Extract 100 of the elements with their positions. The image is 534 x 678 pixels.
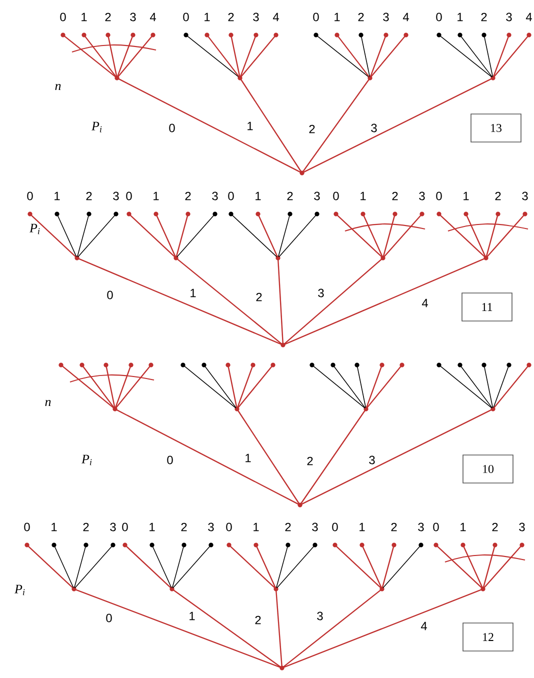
branch-line	[115, 366, 151, 408]
branch-line	[370, 36, 406, 78]
branch-line	[493, 366, 529, 408]
leaf-number: 1	[256, 192, 261, 200]
branch-line	[204, 366, 236, 408]
branch-line	[366, 366, 402, 408]
branch-line	[360, 36, 370, 77]
branch-line	[84, 36, 117, 78]
leaf-number: 1	[254, 522, 259, 532]
leaf-number: 4	[272, 12, 279, 22]
branch-line	[316, 36, 370, 78]
branch-line	[237, 366, 273, 408]
branch-line	[230, 36, 240, 77]
branch-line	[172, 589, 282, 668]
leaf-number: 0	[126, 192, 132, 200]
branch-line	[463, 546, 483, 588]
variable-label: P$_{i}$	[29, 224, 40, 234]
leaf-number: 2	[185, 192, 191, 200]
branch-line	[301, 409, 492, 505]
branch-line	[207, 36, 240, 78]
leaf-number: 3	[208, 522, 214, 532]
leaf-number: 2	[391, 522, 397, 532]
leaf-number: 3	[253, 12, 259, 22]
leaf-number: 2	[105, 12, 111, 22]
leaf-number: 3	[506, 12, 512, 22]
branch-line	[493, 366, 509, 408]
branch-line	[284, 258, 382, 344]
branch-line	[118, 36, 152, 78]
leaf-number: 0	[122, 522, 128, 532]
branch-line	[258, 215, 278, 257]
leaf-number: 3	[314, 192, 320, 200]
branch-line	[172, 546, 184, 588]
branch-line	[78, 258, 282, 345]
leaf-number: 0	[333, 192, 339, 200]
branch-line	[240, 78, 302, 172]
edge-label: 0	[168, 122, 176, 134]
branch-line	[440, 36, 492, 78]
branch-line	[277, 259, 284, 344]
leaf-number: 1	[334, 12, 340, 22]
edge-label: 3	[316, 288, 326, 298]
leaf-number: 2	[287, 192, 293, 200]
branch-line	[64, 35, 116, 78]
leaf-number: 2	[83, 522, 89, 532]
edge-label: 2	[254, 614, 262, 626]
branch-line	[494, 36, 528, 78]
branch-line	[75, 588, 281, 668]
branch-line	[484, 546, 522, 588]
branch-line	[300, 410, 366, 504]
leaf-number: 0	[226, 522, 232, 532]
branch-line	[312, 366, 366, 408]
branch-line	[302, 78, 370, 172]
branch-line	[283, 589, 482, 668]
branch-line	[236, 366, 254, 408]
leaf-number: 2	[285, 522, 291, 532]
leaf-number: 2	[358, 12, 364, 22]
branch-line	[114, 366, 132, 408]
edge-label: 2	[306, 456, 314, 466]
leaf-number: 0	[60, 12, 66, 22]
edge-label: 3	[368, 454, 376, 466]
leaf-number: 1	[360, 522, 365, 532]
edge-label: 0	[166, 454, 174, 466]
branch-line	[108, 36, 118, 77]
edge-label: 0	[106, 290, 114, 300]
variable-label: P$_{i}$	[81, 454, 92, 466]
branch-line	[460, 36, 492, 78]
branch-line	[484, 366, 494, 408]
branch-line	[362, 546, 382, 588]
leaf-number: 2	[495, 192, 501, 200]
leaf-number: 0	[433, 522, 439, 532]
branch-line	[460, 366, 492, 408]
leaf-number: 0	[228, 192, 234, 200]
leaf-number: 4	[402, 12, 409, 22]
branch-line	[337, 36, 370, 78]
leaf-number: 2	[481, 12, 487, 22]
branch-line	[256, 546, 276, 588]
branch-line	[366, 366, 382, 408]
variable-label: n	[55, 84, 61, 90]
branch-line	[126, 546, 172, 588]
leaf-number: 3	[113, 192, 119, 200]
branch-line	[118, 78, 301, 173]
edge-label: 1	[244, 452, 252, 464]
leaf-number: 0	[332, 522, 338, 532]
variable-label: n	[45, 400, 51, 406]
leaf-number: 1	[204, 12, 210, 22]
branch-line	[176, 215, 188, 257]
number-box: 12	[462, 622, 514, 652]
branch-line	[382, 215, 396, 257]
number-box: 11	[462, 292, 512, 322]
leaf-number: 1	[52, 522, 57, 532]
leaf-number: 0	[436, 192, 442, 200]
branch-line	[436, 546, 482, 588]
branch-line	[28, 546, 74, 588]
edge-label: 4	[420, 298, 430, 308]
edge-label: 1	[246, 120, 254, 132]
branch-line	[240, 36, 256, 77]
branch-line	[30, 214, 76, 258]
branch-line	[336, 546, 382, 588]
branch-line	[57, 214, 77, 258]
branch-line	[363, 215, 383, 257]
leaf-number: 3	[519, 522, 525, 532]
